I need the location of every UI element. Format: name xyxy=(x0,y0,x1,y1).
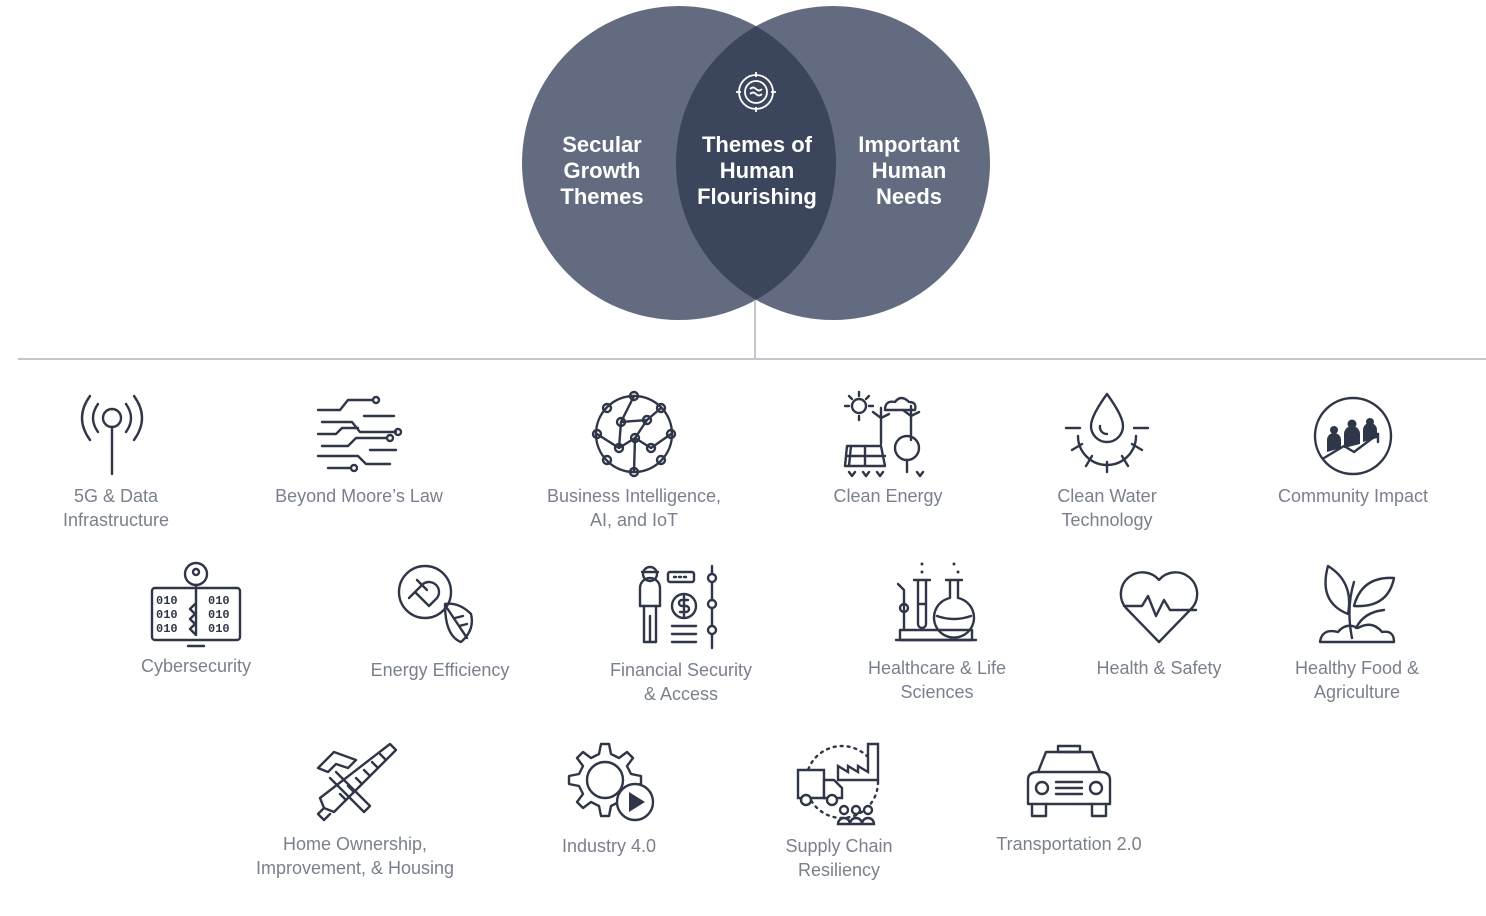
theme-label: Industry 4.0 xyxy=(561,836,657,856)
theme-transportation: Transportation 2.0 xyxy=(974,740,1164,856)
theme-energy-efficiency: Energy Efficiency xyxy=(350,562,530,682)
svg-text:010: 010 xyxy=(156,622,178,636)
theme-label: Business Intelligence, AI, and IoT xyxy=(546,486,722,530)
theme-label: Community Impact xyxy=(1277,486,1429,506)
theme-5g-data: 5G & Data Infrastructure xyxy=(36,388,196,532)
theme-label: Beyond Moore’s Law xyxy=(275,486,443,506)
theme-label: Healthy Food & Agriculture xyxy=(1294,658,1420,702)
theme-clean-energy: Clean Energy xyxy=(812,388,964,508)
water-drop-icon xyxy=(1064,392,1150,474)
theme-healthy-food: Healthy Food & Agriculture xyxy=(1276,560,1438,704)
plug-leaf-icon xyxy=(397,564,474,644)
circuit-icon xyxy=(316,395,403,473)
svg-text:010: 010 xyxy=(208,622,230,636)
heart-pulse-icon xyxy=(1119,571,1199,644)
antenna-icon xyxy=(80,394,144,476)
theme-beyond-moores-law: Beyond Moore’s Law xyxy=(254,388,464,508)
theme-business-intelligence: Business Intelligence, AI, and IoT xyxy=(524,388,744,532)
connector-line xyxy=(754,300,756,359)
venn-center-label: Themes of Human Flourishing xyxy=(697,132,817,209)
theme-label: Home Ownership, Improvement, & Housing xyxy=(255,834,455,878)
theme-label: 5G & Data Infrastructure xyxy=(62,486,170,530)
theme-healthcare: Healthcare & Life Sciences xyxy=(844,560,1030,704)
theme-industry-40: Industry 4.0 xyxy=(539,740,679,858)
theme-label: Cybersecurity xyxy=(140,656,252,676)
supply-chain-icon xyxy=(796,742,880,826)
theme-financial-security: Financial Security & Access xyxy=(586,562,776,706)
venn-left-label: Secular Growth Themes xyxy=(560,132,644,209)
theme-supply-chain: Supply Chain Resiliency xyxy=(766,738,912,882)
svg-text:010: 010 xyxy=(208,594,230,608)
theme-label: Healthcare & Life Sciences xyxy=(867,658,1007,702)
svg-text:010: 010 xyxy=(156,594,178,608)
finance-person-icon xyxy=(638,564,718,650)
venn-overlap xyxy=(676,6,836,320)
solar-wind-icon xyxy=(843,390,925,478)
svg-text:010: 010 xyxy=(208,608,230,622)
sprout-icon xyxy=(1318,564,1396,644)
venn-diagram xyxy=(522,6,990,320)
theme-label: Transportation 2.0 xyxy=(996,834,1142,854)
theme-health-safety: Health & Safety xyxy=(1076,562,1242,680)
concentric-logo-icon xyxy=(736,72,776,112)
theme-label: Financial Security & Access xyxy=(609,660,753,704)
theme-label: Clean Water Technology xyxy=(1057,486,1157,530)
theme-label: Health & Safety xyxy=(1096,658,1222,678)
lab-flask-icon xyxy=(894,562,978,642)
tools-icon xyxy=(316,742,398,822)
theme-label: Supply Chain Resiliency xyxy=(785,836,893,880)
venn-right-label: Important Human Needs xyxy=(858,132,960,209)
community-icon xyxy=(1313,396,1393,476)
theme-label: Energy Efficiency xyxy=(370,660,510,680)
theme-clean-water: Clean Water Technology xyxy=(1032,388,1182,532)
svg-text:010: 010 xyxy=(156,608,178,622)
car-icon xyxy=(1026,744,1112,818)
theme-home-ownership: Home Ownership, Improvement, & Housing xyxy=(236,738,474,880)
gear-play-icon xyxy=(567,742,655,822)
theme-label: Clean Energy xyxy=(833,486,943,506)
theme-community-impact: Community Impact xyxy=(1253,388,1453,508)
network-icon xyxy=(591,390,677,478)
divider-rule xyxy=(18,358,1486,360)
